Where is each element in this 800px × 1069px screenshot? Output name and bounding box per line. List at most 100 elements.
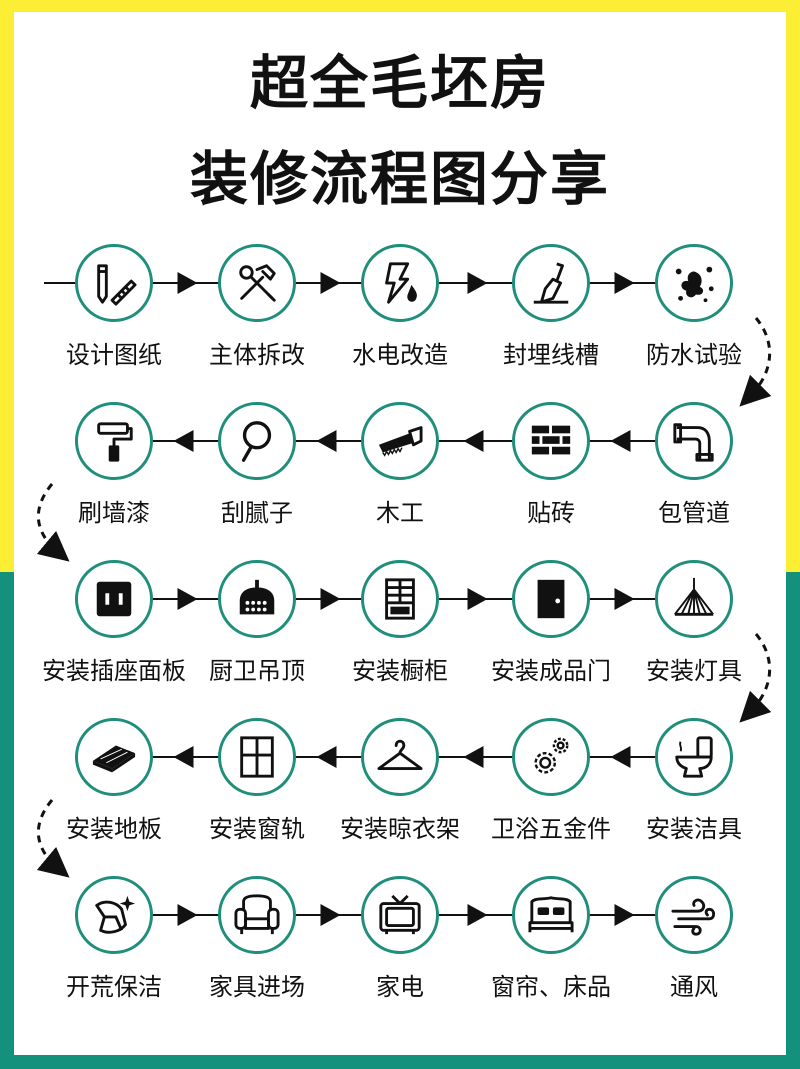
step-icon-circle xyxy=(361,718,439,796)
step-label: 包管道 xyxy=(658,499,730,527)
step-icon-circle xyxy=(512,402,590,480)
trowel-icon xyxy=(533,262,569,304)
step-icon-circle xyxy=(655,402,733,480)
television-icon xyxy=(379,894,421,935)
armchair-icon xyxy=(234,894,280,935)
cleaning-cloth-icon xyxy=(95,895,136,934)
flow-arrow xyxy=(316,746,337,768)
pendant-lamp-icon xyxy=(674,577,714,616)
step-icon-circle xyxy=(512,718,590,796)
pencil-ruler-icon xyxy=(97,264,137,306)
step-icon-circle xyxy=(512,560,590,638)
step-label: 安装地板 xyxy=(66,815,162,843)
wall-socket-icon xyxy=(96,581,132,617)
step-icon-circle xyxy=(75,402,153,480)
floor-planks-icon xyxy=(92,745,136,773)
flow-arrow xyxy=(173,430,194,452)
step-label: 主体拆改 xyxy=(209,341,305,369)
pipe-elbow-icon xyxy=(673,423,714,462)
step-icon-circle xyxy=(361,402,439,480)
gears-icon xyxy=(534,737,569,774)
step-label: 防水试验 xyxy=(646,341,742,369)
step-icon-circle xyxy=(75,718,153,796)
step-label: 刷墙漆 xyxy=(78,499,150,527)
flow-arrow xyxy=(320,904,341,926)
flow-arrow xyxy=(177,272,198,294)
step-label: 安装洁具 xyxy=(646,815,742,843)
step-label: 安装插座面板 xyxy=(42,657,186,685)
turn-arrow-left-2 xyxy=(36,799,70,878)
flow-arrow xyxy=(320,272,341,294)
door-icon xyxy=(537,579,565,619)
lightning-drop-icon xyxy=(385,262,417,304)
flow-arrow xyxy=(173,746,194,768)
step-icon-circle xyxy=(218,244,296,322)
step-icon-circle xyxy=(75,876,153,954)
step-icon-circle xyxy=(361,244,439,322)
step-label: 水电改造 xyxy=(352,341,448,369)
poster-card: 超全毛坯房 装修流程图分享 xyxy=(14,12,786,1055)
turn-arrow-right-1 xyxy=(739,317,772,407)
step-label: 厨卫吊顶 xyxy=(209,657,305,685)
turn-arrow-left-1 xyxy=(36,483,70,562)
flow-arrow xyxy=(467,904,488,926)
step-label: 安装窗轨 xyxy=(209,815,305,843)
flow-arrow xyxy=(614,272,635,294)
step-label: 安装橱柜 xyxy=(352,657,448,685)
step-label: 设计图纸 xyxy=(66,341,162,369)
ceiling-panel-icon xyxy=(239,579,275,615)
step-label: 封埋线槽 xyxy=(503,341,599,369)
step-label: 木工 xyxy=(376,499,424,527)
step-label: 家电 xyxy=(376,973,424,1001)
wind-icon xyxy=(671,898,716,936)
title-line-2: 装修流程图分享 xyxy=(189,145,610,213)
title-line-1: 超全毛坯房 xyxy=(249,49,550,117)
hammer-wrench-icon xyxy=(239,264,276,302)
bed-icon xyxy=(528,896,574,933)
step-label: 贴砖 xyxy=(527,499,575,527)
step-icon-circle xyxy=(655,244,733,322)
toilet-icon xyxy=(675,736,713,778)
step-icon-circle xyxy=(75,244,153,322)
step-icon-circle xyxy=(218,876,296,954)
step-icon-circle xyxy=(361,560,439,638)
paint-roller-icon xyxy=(97,422,133,462)
step-icon-circle xyxy=(655,876,733,954)
window-icon xyxy=(240,736,274,778)
flow-arrow xyxy=(467,588,488,610)
step-label: 窗帘、床品 xyxy=(491,973,611,1001)
turn-arrow-right-2 xyxy=(739,633,772,723)
flow-arrow xyxy=(177,588,198,610)
magnifier-icon xyxy=(241,421,272,462)
step-icon-circle xyxy=(218,402,296,480)
step-icon-circle xyxy=(655,718,733,796)
flow-arrow xyxy=(316,430,337,452)
step-label: 安装灯具 xyxy=(646,657,742,685)
step-icon-circle xyxy=(218,718,296,796)
flow-arrow xyxy=(610,430,631,452)
cabinet-icon xyxy=(385,578,415,620)
flow-arrow xyxy=(463,746,484,768)
step-label: 家具进场 xyxy=(209,973,305,1001)
step-icon-circle xyxy=(512,876,590,954)
flow-arrow xyxy=(610,746,631,768)
step-label: 安装成品门 xyxy=(491,657,611,685)
step-icon-circle xyxy=(655,560,733,638)
flow-arrow xyxy=(614,588,635,610)
step-label: 卫浴五金件 xyxy=(491,815,611,843)
bricks-icon xyxy=(531,425,571,455)
flow-arrow xyxy=(467,272,488,294)
flow-arrow xyxy=(463,430,484,452)
step-icon-circle xyxy=(218,560,296,638)
step-label: 安装晾衣架 xyxy=(340,815,460,843)
flow-arrow xyxy=(320,588,341,610)
step-icon-circle xyxy=(361,876,439,954)
water-splash-icon xyxy=(675,266,714,303)
step-label: 刮腻子 xyxy=(221,499,293,527)
step-icon-circle xyxy=(512,244,590,322)
step-label: 开荒保洁 xyxy=(66,973,162,1001)
step-label: 通风 xyxy=(670,973,718,1001)
flow-arrow xyxy=(177,904,198,926)
step-icon-circle xyxy=(75,560,153,638)
